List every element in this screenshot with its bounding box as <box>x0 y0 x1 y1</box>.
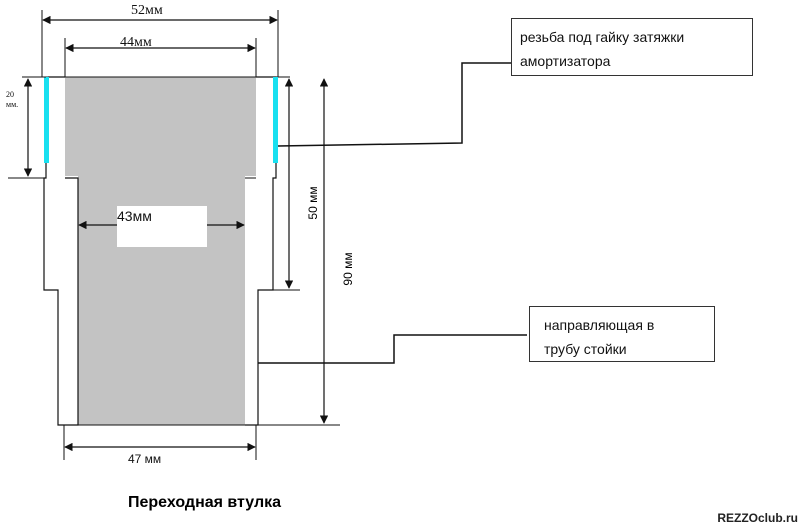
drawing-title: Переходная втулка <box>128 494 282 511</box>
dim-50-label: 50 мм <box>306 186 320 220</box>
thread-marker-right <box>273 77 278 163</box>
dim-20-value: 20 <box>6 90 14 99</box>
thread-callout-line2: амортизатора <box>520 53 611 69</box>
thread-callout-line1: резьба под гайку затяжки <box>520 29 685 45</box>
watermark: REZZOclub.ru <box>717 511 798 525</box>
thread-leader <box>277 62 512 147</box>
guide-callout-line2: трубу стойки <box>544 341 627 357</box>
dim-52-label: 52мм <box>131 3 163 18</box>
dim-43-label-bg <box>117 206 207 247</box>
guide-callout: направляющая в трубу стойки <box>529 306 715 362</box>
dim-20-unit: мм. <box>6 100 19 109</box>
dim-90-label: 90 мм <box>341 252 355 286</box>
dim-20-label: 20 мм. <box>6 90 18 110</box>
guide-callout-line1: направляющая в <box>544 317 655 333</box>
dim-43-label: 43мм <box>117 208 152 224</box>
dim-44-label: 44мм <box>120 35 152 50</box>
thread-callout: резьба под гайку затяжки амортизатора <box>511 18 753 76</box>
bushing-body <box>65 77 256 425</box>
guide-leader <box>258 334 527 364</box>
thread-marker-left <box>44 77 49 163</box>
dim-47-label: 47 мм <box>128 452 162 466</box>
